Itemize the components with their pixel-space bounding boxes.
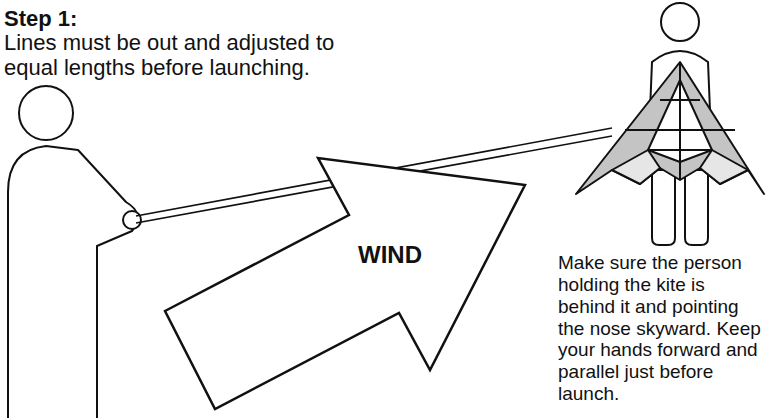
step-heading: Step 1: [4, 6, 77, 32]
arrow-shape [165, 158, 525, 409]
wind-label: WIND [358, 242, 422, 268]
instruction-text: Lines must be out and adjusted to equal … [4, 31, 389, 80]
launch-note: Make sure the person holding the kite is… [558, 252, 766, 405]
delta-kite [576, 62, 764, 194]
wind-arrow: WIND [160, 150, 530, 415]
flyer-figure [8, 86, 141, 418]
arrow-outline [160, 150, 530, 415]
